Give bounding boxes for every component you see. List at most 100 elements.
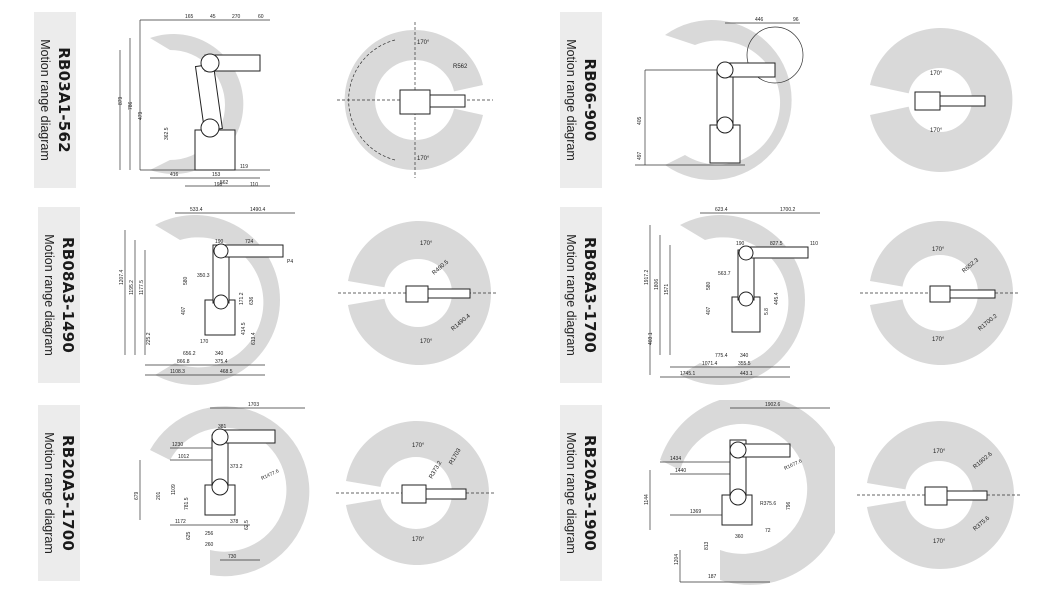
model-label-panel: RB03A1-562 Motion range diagram: [34, 12, 76, 188]
svg-text:580: 580: [706, 281, 712, 290]
side-view-drawing: 165 45 270 60 879 786 479 362.5 562 416 …: [118, 14, 270, 188]
svg-text:656.2: 656.2: [183, 351, 196, 357]
svg-text:446: 446: [755, 17, 764, 23]
top-view-drawing: 170° 170° R562: [337, 22, 493, 178]
svg-text:170°: 170°: [417, 40, 430, 46]
svg-text:775.4: 775.4: [715, 353, 728, 359]
svg-text:1745.1: 1745.1: [680, 371, 696, 377]
side-view-drawing: 1703 381 1230 1012 373.2 R1477.6 201 110…: [134, 402, 310, 577]
svg-text:730: 730: [228, 554, 237, 560]
svg-text:407: 407: [181, 306, 187, 315]
model-label-panel: RB08A3-1700 Motion range diagram: [560, 207, 602, 383]
svg-text:636: 636: [249, 296, 255, 305]
svg-text:827.5: 827.5: [770, 241, 783, 247]
svg-text:373.2: 373.2: [230, 464, 243, 470]
svg-text:256: 256: [205, 531, 214, 537]
svg-text:414.5: 414.5: [241, 322, 247, 335]
svg-text:201: 201: [156, 491, 162, 500]
svg-text:786: 786: [128, 101, 134, 110]
svg-text:60: 60: [258, 14, 264, 20]
svg-text:190: 190: [736, 241, 745, 247]
svg-text:170°: 170°: [420, 339, 433, 345]
svg-text:1108.3: 1108.3: [170, 369, 185, 375]
svg-text:563.7: 563.7: [718, 271, 731, 277]
svg-text:1071.4: 1071.4: [702, 361, 718, 367]
svg-text:562: 562: [220, 180, 229, 186]
svg-text:171.2: 171.2: [239, 292, 245, 305]
svg-text:479: 479: [138, 111, 144, 120]
svg-text:1917.2: 1917.2: [644, 269, 650, 285]
svg-text:1700.2: 1700.2: [780, 207, 796, 213]
svg-text:445.4: 445.4: [774, 292, 780, 305]
svg-text:468.5: 468.5: [220, 369, 233, 375]
diagram-subtitle: Motion range diagram: [42, 432, 56, 554]
svg-text:1806: 1806: [654, 279, 660, 290]
svg-text:866.8: 866.8: [177, 359, 190, 365]
svg-text:110: 110: [810, 241, 818, 247]
svg-text:170°: 170°: [930, 128, 943, 134]
svg-text:375.4: 375.4: [215, 359, 228, 365]
model-name: RB08A3-1700: [581, 236, 599, 354]
svg-text:119: 119: [240, 164, 248, 170]
svg-text:497: 497: [637, 151, 643, 160]
model-label-panel: RB20A3-1700 Motion range diagram: [38, 405, 80, 581]
svg-text:1440: 1440: [675, 468, 686, 474]
diagram-subtitle: Motion range diagram: [564, 234, 578, 356]
side-view-drawing: 1902.6 1434 1440 R1677.6 1144 1369 R375.…: [644, 400, 835, 585]
model-name: RB08A3-1490: [59, 236, 77, 354]
svg-text:R562: R562: [453, 64, 468, 70]
svg-text:381: 381: [218, 424, 227, 430]
svg-text:165: 165: [185, 14, 194, 20]
svg-text:R375.6: R375.6: [760, 501, 776, 507]
svg-text:879: 879: [118, 96, 124, 105]
model-name: RB20A3-1700: [59, 434, 77, 552]
svg-text:225.2: 225.2: [146, 332, 152, 345]
svg-text:533.4: 533.4: [190, 207, 203, 213]
svg-text:170°: 170°: [420, 241, 433, 247]
svg-text:340: 340: [740, 353, 749, 359]
svg-text:1012: 1012: [178, 454, 189, 460]
svg-text:613.4: 613.4: [251, 332, 257, 345]
svg-text:416: 416: [170, 172, 179, 178]
svg-text:1204: 1204: [674, 554, 680, 565]
svg-text:170°: 170°: [932, 337, 945, 343]
model-label-panel: RB08A3-1490 Motion range diagram: [38, 207, 80, 383]
svg-text:350.3: 350.3: [197, 273, 210, 279]
svg-text:1172: 1172: [175, 519, 186, 525]
svg-text:R1477.6: R1477.6: [260, 468, 280, 482]
svg-text:45: 45: [210, 14, 216, 20]
svg-text:403.1: 403.1: [648, 332, 654, 345]
svg-text:340: 340: [215, 351, 224, 357]
svg-text:198: 198: [214, 182, 223, 188]
model-label-panel: RB06-900 Motion range diagram: [560, 12, 602, 188]
diagram-subtitle: Motion range diagram: [564, 39, 578, 161]
svg-text:1703: 1703: [248, 402, 259, 408]
top-view-drawing: 170° 170°: [870, 28, 1013, 173]
svg-text:R1677.6: R1677.6: [783, 458, 803, 472]
svg-text:72: 72: [765, 528, 771, 534]
model-name: RB20A3-1900: [581, 434, 599, 552]
svg-text:443.1: 443.1: [740, 371, 753, 377]
model-name: RB03A1-562: [55, 47, 73, 153]
svg-text:1230: 1230: [172, 442, 183, 448]
svg-text:62.5: 62.5: [244, 520, 250, 530]
svg-text:796: 796: [786, 501, 792, 510]
top-view-drawing: 170° 170° R373.2 R1703: [336, 421, 496, 565]
diagram-subtitle: Motion range diagram: [38, 39, 52, 161]
svg-text:724: 724: [245, 239, 254, 245]
svg-text:96: 96: [793, 17, 799, 23]
svg-text:362.5: 362.5: [164, 127, 170, 140]
top-view-drawing: 170° 170° R652.3 R1700.2: [860, 221, 1020, 365]
svg-text:1195.2: 1195.2: [129, 280, 135, 295]
svg-text:190: 190: [215, 239, 224, 245]
side-view-drawing: 623.4 1700.2 190 827.5 110 563.7 1917.2 …: [644, 207, 820, 385]
svg-text:378: 378: [230, 519, 239, 525]
svg-text:355.5: 355.5: [738, 361, 751, 367]
svg-text:580: 580: [183, 276, 189, 285]
svg-text:813: 813: [704, 541, 710, 550]
side-view-drawing: 533.4 1490.4 190 724 P4 350.3 580 1207.4…: [119, 207, 295, 385]
svg-text:1490.4: 1490.4: [250, 207, 266, 213]
svg-text:1369: 1369: [690, 509, 701, 515]
svg-text:5.8: 5.8: [764, 308, 770, 315]
svg-text:170: 170: [200, 339, 209, 345]
